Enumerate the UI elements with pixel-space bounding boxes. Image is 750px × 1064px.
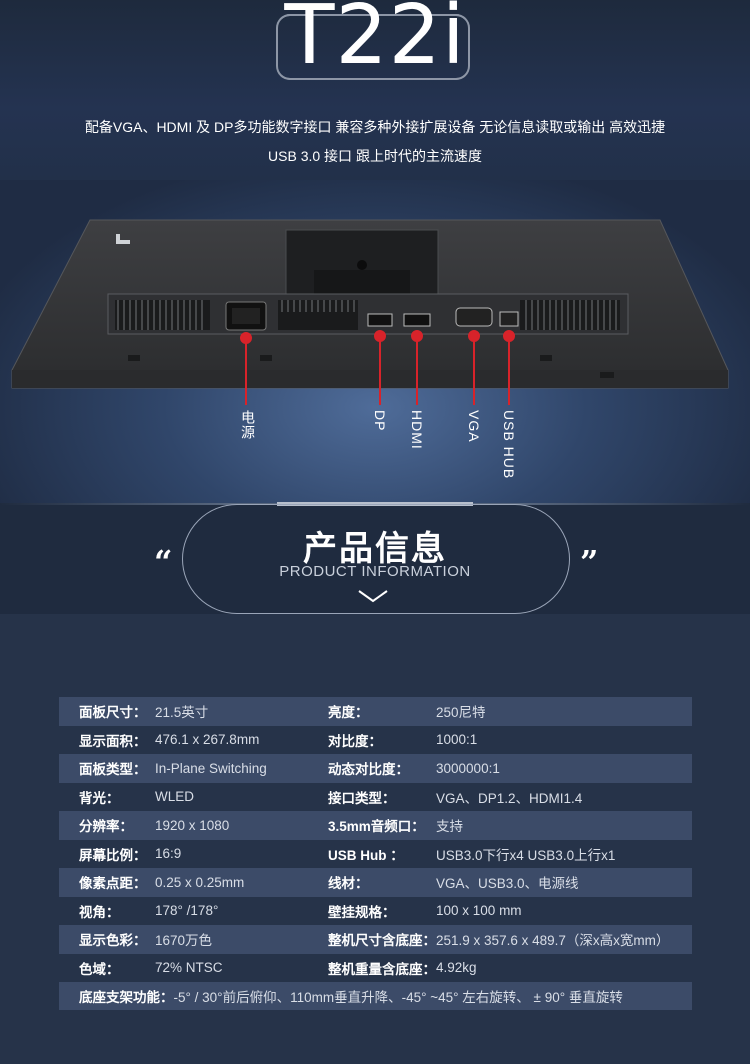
- spec-row: 背光： WLED 接口类型： VGA、DP1.2、HDMI1.4: [59, 783, 692, 812]
- product-title: T22i: [284, 0, 466, 83]
- spec-key: 3.5mm音频口：: [328, 819, 425, 835]
- spec-table: 面板尺寸： 21.5英寸 亮度： 250尼特 显示面积： 476.1 x 267…: [59, 697, 692, 1010]
- spec-value: 1000:1: [436, 732, 478, 748]
- spec-row: 屏幕比例： 16:9 USB Hub ： USB3.0下行x4 USB3.0上行…: [59, 840, 692, 869]
- spec-value: 4.92kg: [436, 960, 477, 976]
- port-label-hdmi: HDMI: [409, 410, 425, 450]
- spec-key: 视角：: [79, 904, 120, 920]
- spec-row: 面板类型： In-Plane Switching 动态对比度： 3000000:…: [59, 754, 692, 783]
- spec-row: 色域： 72% NTSC 整机重量含底座： 4.92kg: [59, 954, 692, 983]
- spec-value: 21.5英寸: [155, 705, 209, 721]
- spec-key: 壁挂规格：: [328, 904, 396, 920]
- spec-value: 1670万色: [155, 933, 213, 949]
- spec-section: [0, 614, 750, 1064]
- spec-value: 178° /178°: [155, 903, 219, 919]
- product-info-banner: [182, 504, 570, 614]
- spec-value: 251.9 x 357.6 x 489.7（深x高x宽mm）: [436, 933, 670, 949]
- logo-mark: [116, 234, 120, 244]
- spec-value: VGA、USB3.0、电源线: [436, 876, 579, 892]
- spec-value: 1920 x 1080: [155, 817, 230, 833]
- spec-key: 整机尺寸含底座：: [328, 933, 436, 949]
- quote-close: ”: [580, 543, 599, 581]
- usb-hub-port: [499, 311, 519, 327]
- spec-value: -5° / 30°前后俯仰、110mm垂直升降、-45° ~45° 左右旋转、 …: [173, 990, 623, 1005]
- spec-value: USB3.0下行x4 USB3.0上行x1: [436, 847, 616, 863]
- spec-key: 面板尺寸：: [79, 705, 147, 721]
- spec-row: 面板尺寸： 21.5英寸 亮度： 250尼特: [59, 697, 692, 726]
- port-label-vga: VGA: [466, 410, 482, 443]
- spec-key: 像素点距：: [79, 876, 147, 892]
- spec-value: 支持: [436, 819, 464, 835]
- spec-key: 线材：: [328, 876, 369, 892]
- spec-value: 0.25 x 0.25mm: [155, 874, 245, 890]
- spec-key: 底座支架功能：: [79, 990, 174, 1005]
- port-label-dp: DP: [372, 410, 388, 432]
- spec-key: 分辨率：: [79, 819, 133, 835]
- spec-value: 3000000:1: [436, 760, 500, 776]
- spec-row-stand: 底座支架功能：-5° / 30°前后俯仰、110mm垂直升降、-45° ~45°…: [59, 982, 692, 1010]
- intro-line-1: 配备VGA、HDMI 及 DP多功能数字接口 兼容多种外接扩展设备 无论信息读取…: [84, 119, 666, 135]
- spec-key: 显示面积：: [79, 733, 147, 749]
- spec-row: 视角： 178° /178° 壁挂规格： 100 x 100 mm: [59, 897, 692, 926]
- spec-value: WLED: [155, 789, 195, 805]
- spec-row: 像素点距： 0.25 x 0.25mm 线材： VGA、USB3.0、电源线: [59, 868, 692, 897]
- spec-value: 250尼特: [436, 705, 486, 721]
- spec-stand-cell: 底座支架功能：-5° / 30°前后俯仰、110mm垂直升降、-45° ~45°…: [59, 982, 692, 1010]
- banner-title-cn: 产品信息: [303, 529, 447, 569]
- spec-key: 面板类型：: [79, 762, 147, 778]
- intro-line-2: USB 3.0 接口 跟上时代的主流速度: [268, 148, 482, 164]
- hdmi-port: [403, 313, 431, 327]
- monitor-section: 电源 DP HDMI VGA USB HUB: [0, 180, 750, 505]
- spec-key: USB Hub ：: [328, 847, 404, 863]
- spec-key: 色域：: [79, 961, 120, 977]
- monitor-back-illustration: [11, 219, 729, 405]
- port-label-power: 电源: [240, 410, 256, 440]
- quote-open: “: [154, 543, 173, 581]
- spec-key: 对比度：: [328, 733, 382, 749]
- spec-value: VGA、DP1.2、HDMI1.4: [436, 790, 583, 806]
- vga-port: [455, 307, 493, 327]
- dp-port: [367, 313, 393, 327]
- port-label-usb-hub: USB HUB: [501, 410, 517, 480]
- spec-row: 分辨率： 1920 x 1080 3.5mm音频口： 支持: [59, 811, 692, 840]
- spec-value: 100 x 100 mm: [436, 903, 522, 919]
- spec-key: 亮度：: [328, 705, 369, 721]
- spec-key: 显示色彩：: [79, 933, 147, 949]
- spec-value: 16:9: [155, 846, 182, 862]
- banner-title-en: PRODUCT INFORMATION: [279, 563, 471, 580]
- spec-value: 72% NTSC: [155, 960, 223, 976]
- spec-row: 显示面积： 476.1 x 267.8mm 对比度： 1000:1: [59, 726, 692, 755]
- spec-key: 动态对比度：: [328, 762, 409, 778]
- header-section: [0, 0, 750, 180]
- spec-key: 屏幕比例：: [79, 847, 147, 863]
- spec-value: 476.1 x 267.8mm: [155, 732, 260, 748]
- spec-key: 背光：: [79, 790, 120, 806]
- spec-key: 整机重量含底座：: [328, 961, 436, 977]
- spec-row: 显示色彩： 1670万色 整机尺寸含底座： 251.9 x 357.6 x 48…: [59, 925, 692, 954]
- spec-key: 接口类型：: [328, 790, 396, 806]
- chevron-down-icon: [358, 590, 388, 603]
- spec-value: In-Plane Switching: [155, 760, 267, 776]
